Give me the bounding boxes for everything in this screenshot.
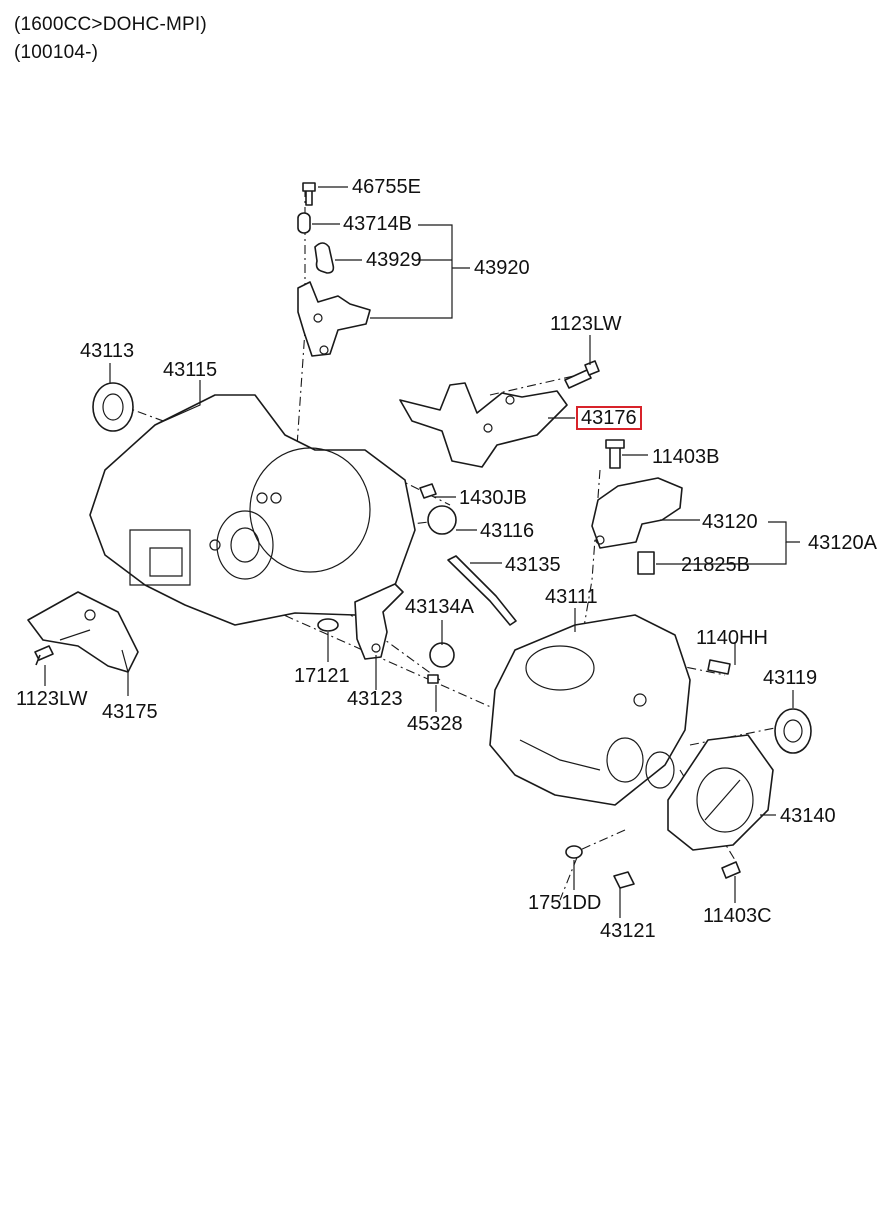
part-label-1140HH[interactable]: 1140HH <box>696 627 768 649</box>
leader-lines <box>44 186 800 918</box>
part-label-43135[interactable]: 43135 <box>505 554 561 576</box>
rear-cover-43140 <box>667 734 774 851</box>
diagram-header-date: (100104-) <box>14 42 99 63</box>
part-label-43175[interactable]: 43175 <box>102 701 158 723</box>
part-label-43121[interactable]: 43121 <box>600 920 656 942</box>
part-label-43134A[interactable]: 43134A <box>405 596 474 618</box>
part-label-1751DD[interactable]: 1751DD <box>528 892 602 914</box>
part-label-17121[interactable]: 17121 <box>294 665 350 687</box>
transmission-mount-43120 <box>591 477 683 575</box>
oil-seal-43119 <box>774 708 812 754</box>
part-label-11403B[interactable]: 11403B <box>652 446 720 468</box>
rod-43135 <box>447 555 517 626</box>
part-label-43115[interactable]: 43115 <box>163 359 218 381</box>
diagram-header-engine: (1600CC>DOHC-MPI) <box>14 14 207 35</box>
part-label-43920[interactable]: 43920 <box>474 257 530 279</box>
part-label-1123LW-left[interactable]: 1123LW <box>16 688 88 710</box>
part-label-43123[interactable]: 43123 <box>347 688 403 710</box>
part-label-43176-highlighted[interactable]: 43176 <box>576 406 642 430</box>
part-label-1123LW-top[interactable]: 1123LW <box>550 313 622 335</box>
shift-bracket-assembly <box>297 182 371 357</box>
part-label-21825B[interactable]: 21825B <box>681 554 750 576</box>
part-label-43140[interactable]: 43140 <box>780 805 836 827</box>
part-label-11403C[interactable]: 11403C <box>703 905 772 927</box>
part-label-43120[interactable]: 43120 <box>702 511 758 533</box>
part-label-43929[interactable]: 43929 <box>366 249 422 271</box>
part-label-43119[interactable]: 43119 <box>763 667 818 689</box>
part-label-43714B[interactable]: 43714B <box>343 213 412 235</box>
transmission-case-43111 <box>489 614 691 806</box>
bracket-43175 <box>27 591 139 673</box>
part-label-43120A[interactable]: 43120A <box>808 532 877 554</box>
bracket-43176 <box>399 382 568 468</box>
part-label-43111[interactable]: 43111 <box>545 586 598 608</box>
part-label-46755E[interactable]: 46755E <box>352 176 421 198</box>
release-lever-43123 <box>354 583 404 660</box>
clutch-housing-43115 <box>89 394 416 626</box>
part-label-43113[interactable]: 43113 <box>80 340 135 362</box>
oil-seal-43113 <box>92 382 134 432</box>
fasteners <box>34 360 741 889</box>
part-label-43116[interactable]: 43116 <box>480 520 535 542</box>
part-label-1430JB[interactable]: 1430JB <box>459 487 527 509</box>
part-label-45328[interactable]: 45328 <box>407 713 463 735</box>
